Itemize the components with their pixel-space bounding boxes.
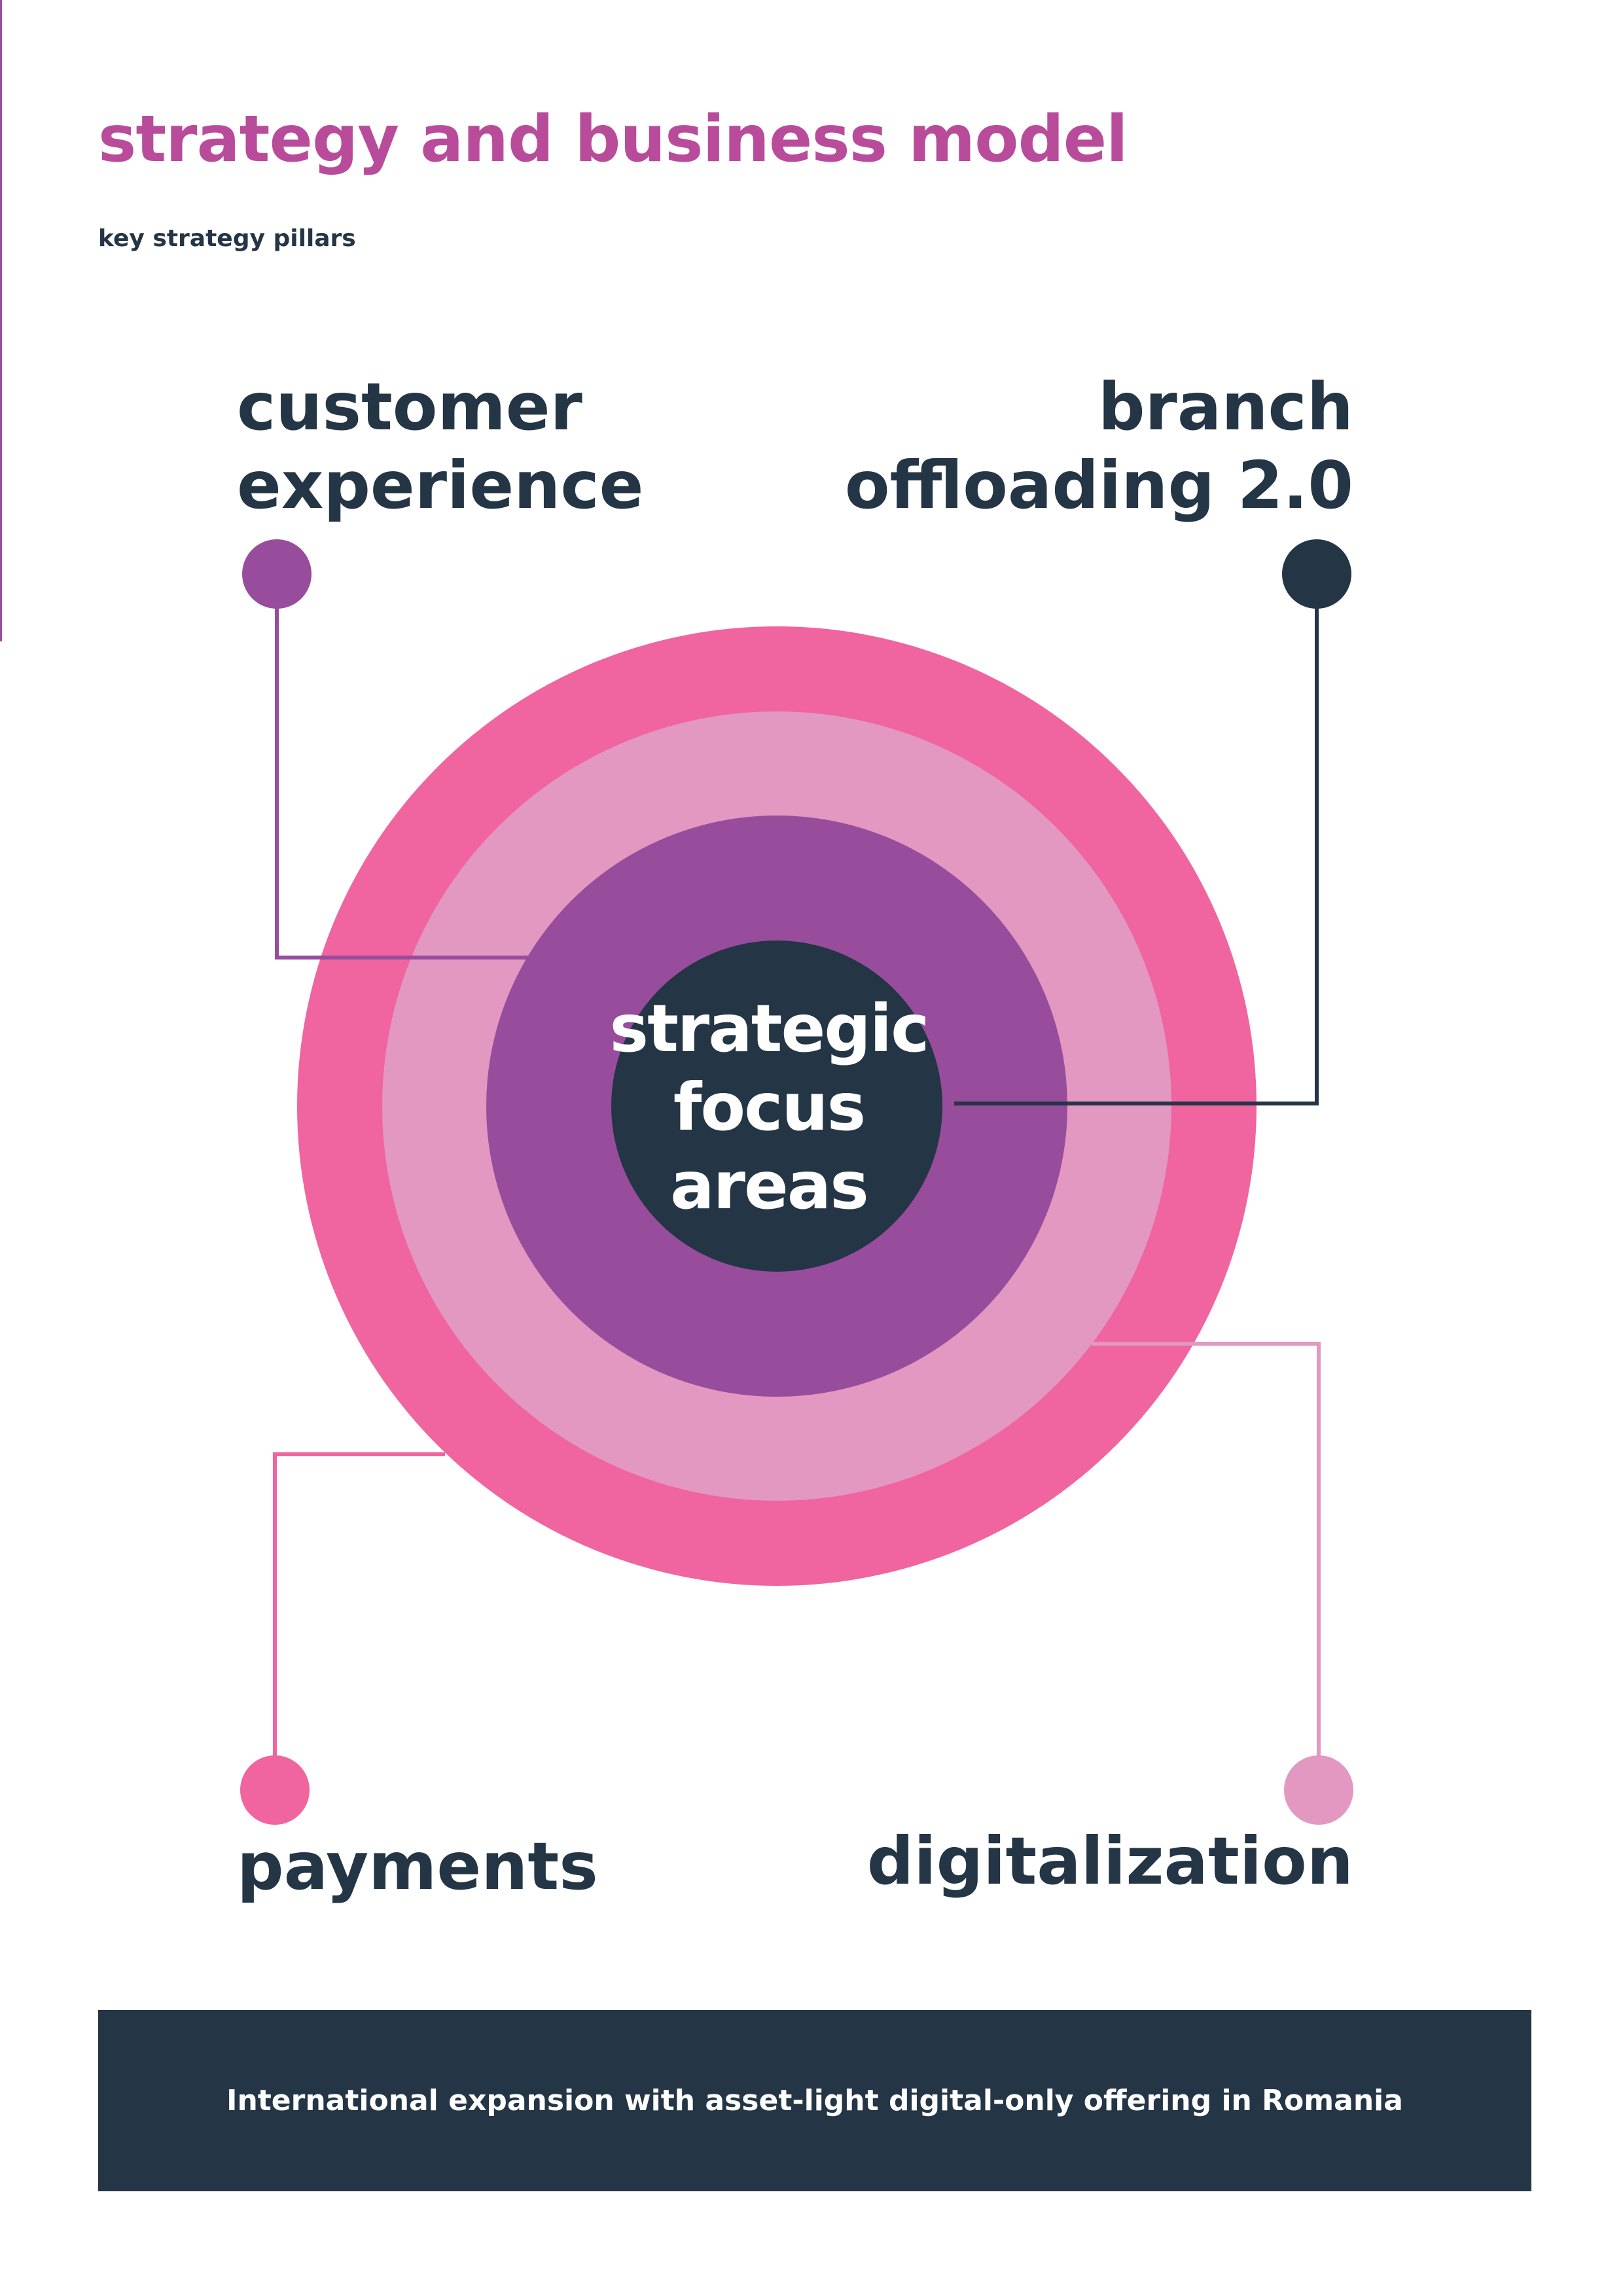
footer-text: International expansion with asset-light… [226,2084,1403,2117]
pillar-label-digitalization: digitalization [866,1823,1353,1899]
connector-digitalization [1092,1342,1321,1790]
center-core [611,941,942,1272]
page-subtitle: key strategy pillars [98,225,356,252]
dot-payments [240,1755,310,1825]
pillar-label-payments: payments [237,1828,598,1905]
pillar-label-branch-offloading: branch offloading 2.0 [844,368,1353,524]
connector-customer-experience [275,574,530,960]
dot-digitalization [1284,1755,1353,1825]
pillar-label-customer-experience: customer experience [237,368,644,524]
dot-customer-experience [242,539,312,609]
footer-banner: International expansion with asset-light… [98,2010,1531,2191]
page-title: strategy and business model [98,102,1128,177]
center-label: strategic focus areas [609,990,930,1224]
connector-branch-offloading [954,574,1319,1105]
left-accent-line [0,0,2,641]
dot-branch-offloading [1282,539,1351,609]
connector-payments [273,1452,445,1790]
